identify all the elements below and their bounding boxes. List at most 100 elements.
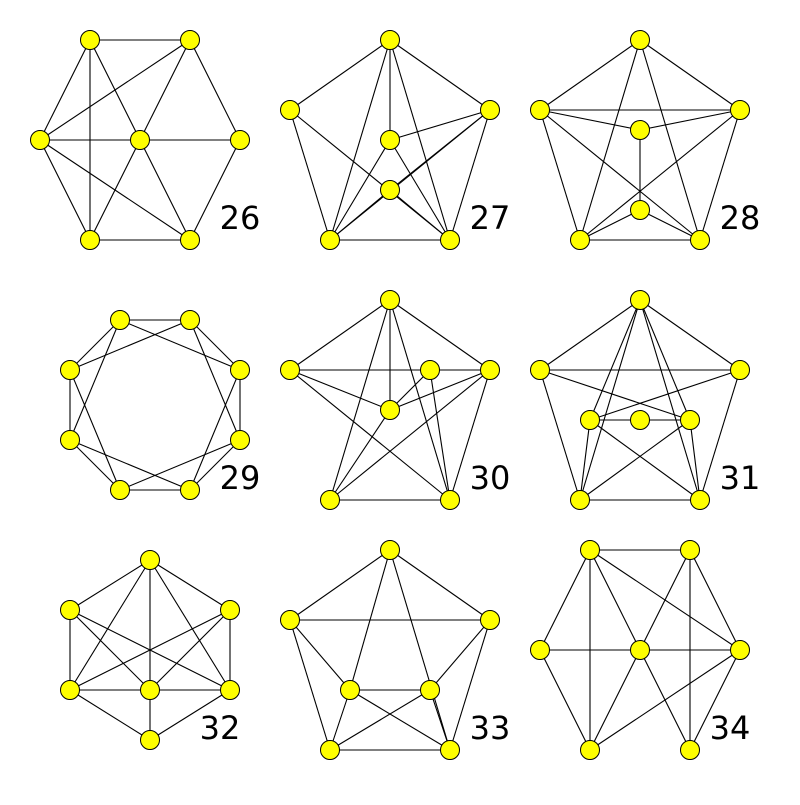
graph-number-label: 31 <box>720 459 761 497</box>
graph-edge <box>579 299 641 501</box>
graph-number-label: 33 <box>470 709 511 747</box>
graph-node <box>420 360 440 380</box>
graph-edge <box>389 139 451 241</box>
graph-edge <box>389 299 491 371</box>
graph-node <box>110 480 130 500</box>
graph-node <box>730 100 750 120</box>
graph-edge <box>539 39 641 111</box>
graph-edge <box>289 619 351 691</box>
graph-edge <box>589 369 741 421</box>
graph-edge <box>189 319 241 441</box>
graph-edge <box>539 299 641 371</box>
graph-edge <box>389 109 491 141</box>
graph-node <box>630 290 650 310</box>
graph-node <box>730 640 750 660</box>
graph-29: 29 <box>60 310 261 500</box>
graph-edge <box>69 609 231 691</box>
graph-edge <box>329 299 391 501</box>
graph-node <box>480 100 500 120</box>
graph-node <box>570 490 590 510</box>
graph-31: 31 <box>530 290 761 510</box>
graph-edge <box>39 39 191 141</box>
graph-node <box>140 680 160 700</box>
graph-node <box>80 30 100 50</box>
graph-edge <box>389 299 451 501</box>
graph-node <box>280 360 300 380</box>
graph-edge <box>539 649 591 751</box>
graph-edge <box>39 139 91 241</box>
graph-edge <box>139 39 191 141</box>
graph-edge <box>699 369 741 501</box>
graph-edge <box>69 319 121 441</box>
graph-edge <box>329 189 391 241</box>
graph-node <box>320 490 340 510</box>
graph-edge <box>449 109 491 241</box>
graph-node <box>440 740 460 760</box>
graph-edge <box>539 109 641 131</box>
graph-edge <box>589 549 641 651</box>
graph-node <box>680 410 700 430</box>
graph-node <box>480 610 500 630</box>
graph-number-label: 28 <box>720 199 761 237</box>
graph-edge <box>139 139 191 241</box>
graph-edge <box>289 109 331 241</box>
graph-edge <box>539 109 701 241</box>
graph-edge <box>149 559 231 611</box>
graph-edge <box>149 609 231 691</box>
graph-node <box>630 200 650 220</box>
graph-edge <box>389 369 491 411</box>
graph-node <box>230 430 250 450</box>
graph-edge <box>149 689 231 741</box>
graph-edge <box>389 549 491 621</box>
graph-edge <box>329 689 351 751</box>
graph-edge <box>189 39 241 141</box>
graph-edge <box>589 649 741 751</box>
graph-number-label: 26 <box>220 199 261 237</box>
graph-edge <box>329 689 431 751</box>
graph-node <box>280 100 300 120</box>
graph-node <box>180 480 200 500</box>
graph-node <box>380 290 400 310</box>
graph-edge <box>639 109 741 131</box>
graph-node <box>30 130 50 150</box>
graph-edge <box>69 319 121 371</box>
graph-edge <box>289 299 391 371</box>
graph-node <box>380 130 400 150</box>
graph-edge <box>69 689 151 741</box>
graph-node <box>280 610 300 630</box>
graph-edge <box>699 109 741 241</box>
graph-number-label: 32 <box>200 709 241 747</box>
graph-30: 30 <box>280 290 511 510</box>
graph-node <box>630 120 650 140</box>
graph-edge <box>449 619 491 751</box>
graph-node <box>60 600 80 620</box>
graph-edge <box>539 549 591 651</box>
graph-27: 27 <box>280 30 510 250</box>
graph-edge <box>689 649 741 751</box>
graph-node <box>180 230 200 250</box>
graph-edge <box>389 39 451 241</box>
graph-edge <box>539 369 581 501</box>
graph-node <box>580 740 600 760</box>
graph-edge <box>579 419 591 501</box>
graph-edge <box>289 369 451 501</box>
graph-node <box>110 310 130 330</box>
graph-node <box>630 30 650 50</box>
graph-edge <box>639 299 701 501</box>
graph-node <box>220 600 240 620</box>
graph-node <box>380 180 400 200</box>
graph-number-label: 30 <box>470 459 511 497</box>
graph-node <box>580 410 600 430</box>
graph-node <box>60 680 80 700</box>
graph-edge <box>639 39 701 241</box>
graph-number-label: 29 <box>220 459 261 497</box>
graph-edge <box>289 549 391 621</box>
graph-node <box>690 230 710 250</box>
graph-node <box>230 360 250 380</box>
graph-edge <box>589 419 701 501</box>
graph-edge <box>289 39 391 111</box>
graph-edge <box>119 439 241 491</box>
graph-node <box>380 30 400 50</box>
